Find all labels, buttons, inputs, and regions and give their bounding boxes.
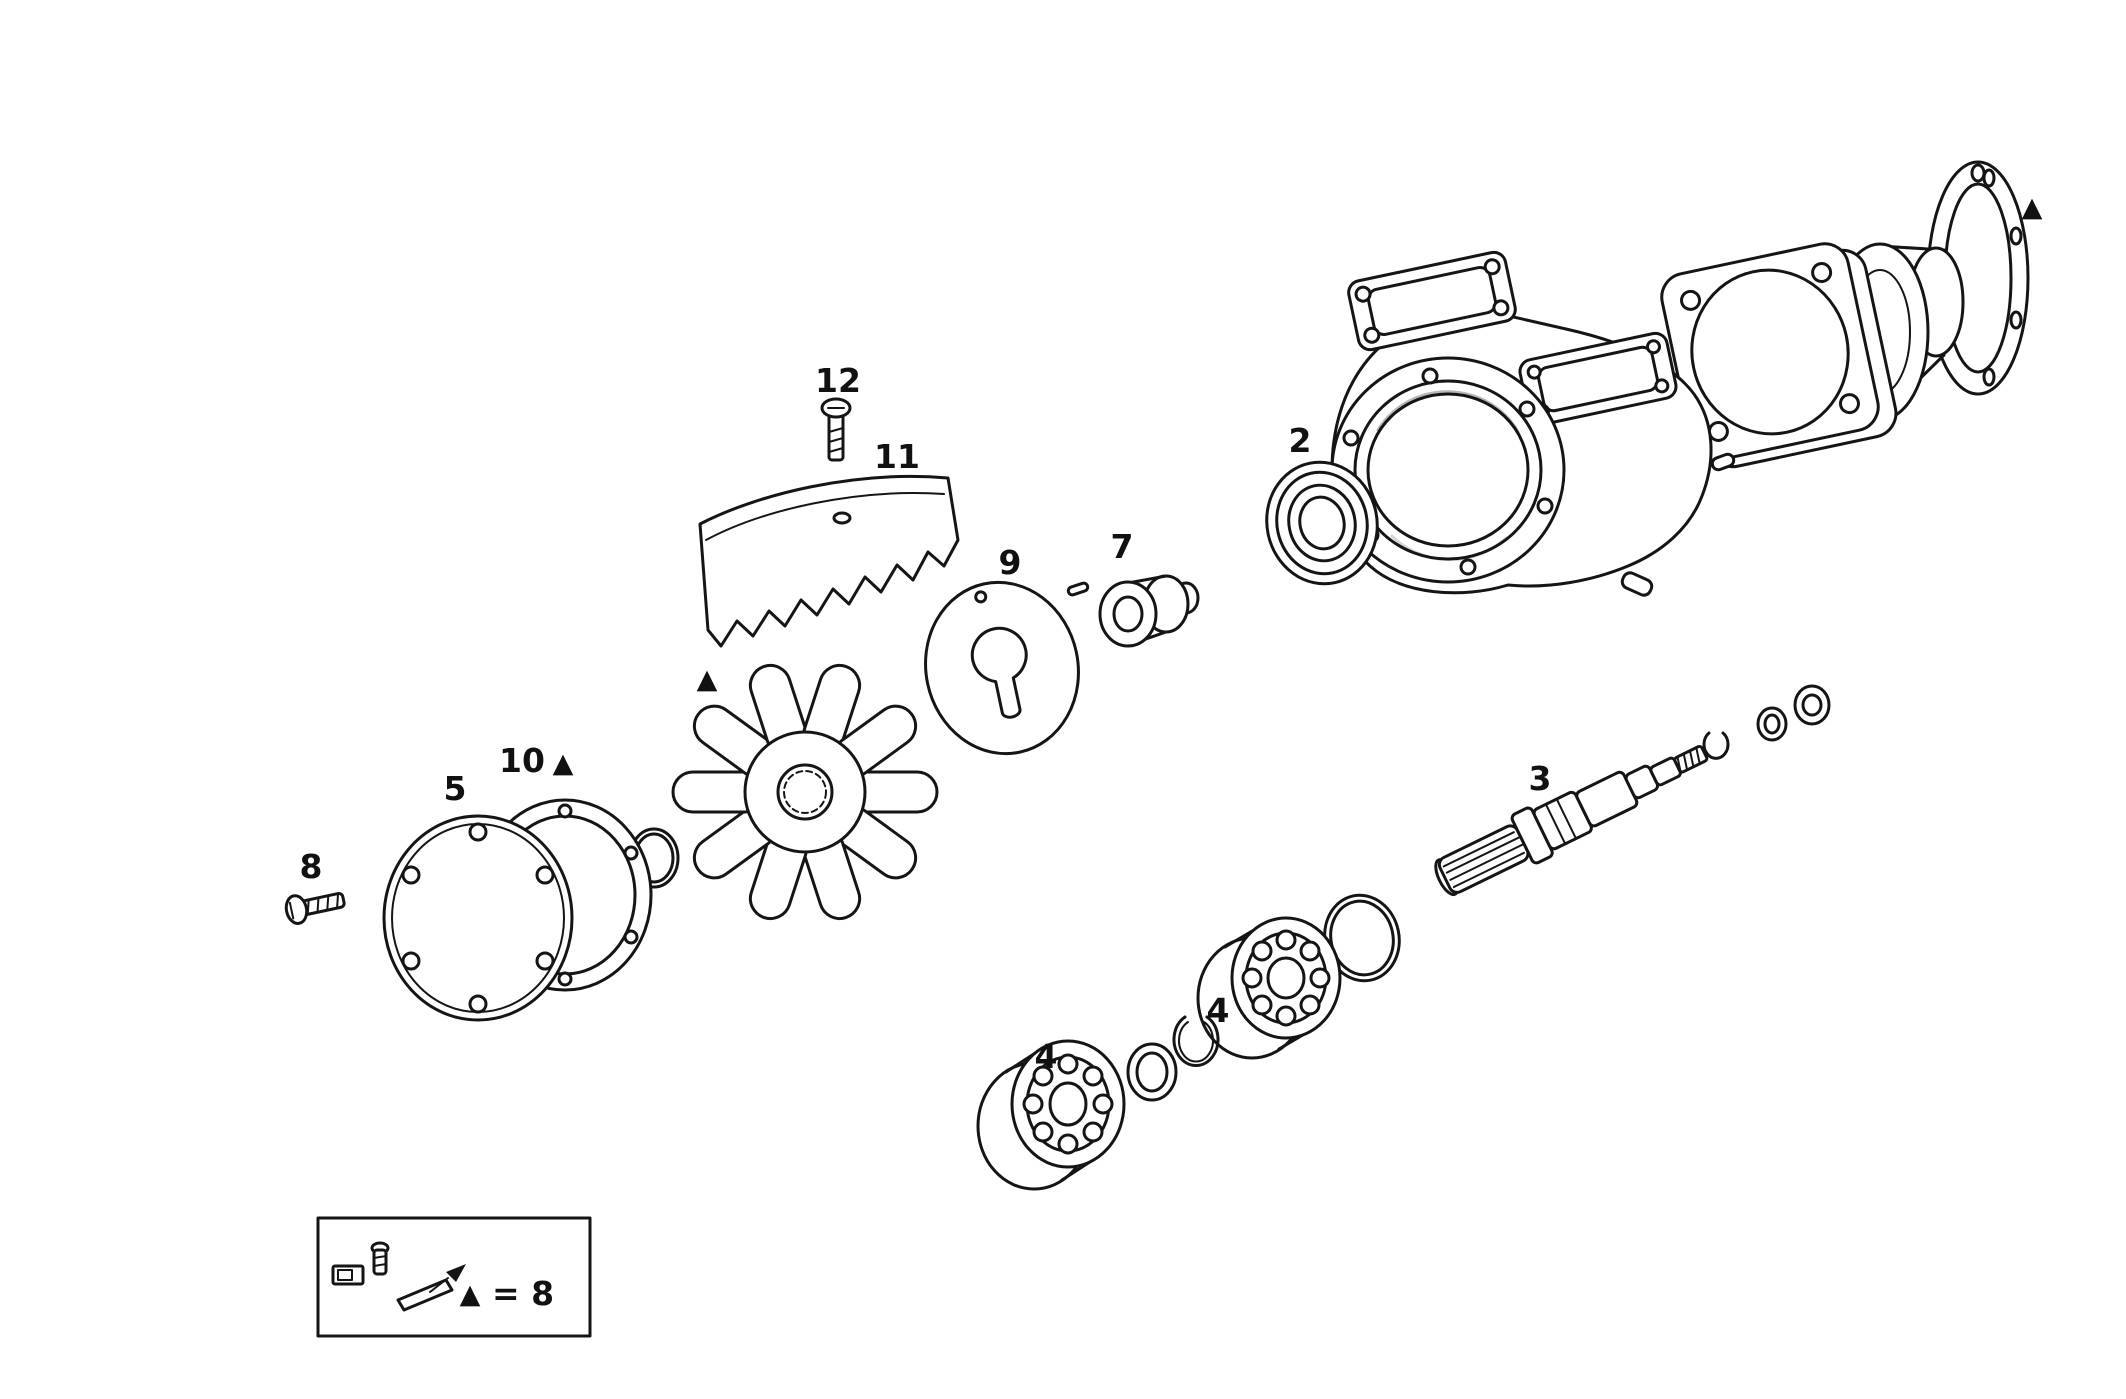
bolt-hole bbox=[1459, 558, 1477, 576]
triangle-marker-impeller: ▲ bbox=[697, 664, 718, 695]
nut-shaft bbox=[1793, 684, 1831, 726]
screw-12 bbox=[820, 397, 852, 462]
bearing-ball bbox=[1299, 994, 1321, 1016]
circlip-shaft bbox=[1702, 731, 1730, 760]
callout-part-12: 12 bbox=[815, 361, 861, 400]
callout-part-10: 10 bbox=[499, 741, 545, 780]
bolt-hole bbox=[1654, 378, 1670, 394]
bolt-hole bbox=[1526, 364, 1542, 380]
bearing-ball bbox=[1241, 967, 1263, 989]
bolt-hole bbox=[1354, 285, 1372, 303]
bolt-hole bbox=[535, 865, 555, 885]
pin bbox=[1066, 581, 1090, 597]
bearing-ball bbox=[1251, 994, 1273, 1016]
bearing-ball bbox=[1309, 967, 1331, 989]
callout-part-11: 11 bbox=[874, 437, 920, 476]
bolt-hole bbox=[468, 822, 488, 842]
bolt-hole bbox=[1982, 168, 1996, 188]
circlip-4 bbox=[1172, 1015, 1220, 1067]
impeller-bore bbox=[776, 763, 834, 821]
bolt-hole bbox=[1483, 258, 1501, 276]
legend-equation: = 8 bbox=[492, 1274, 554, 1313]
bolt-hole bbox=[1970, 163, 1986, 183]
bolt-hole bbox=[623, 845, 639, 861]
bolt-hole bbox=[2009, 310, 2023, 330]
bolt-hole bbox=[1811, 262, 1833, 284]
dowel-pin bbox=[1710, 452, 1736, 472]
bearing-ball bbox=[1057, 1133, 1079, 1155]
cover-plate-5 bbox=[382, 814, 574, 1022]
bearing-ball bbox=[1275, 1005, 1297, 1027]
callout-part-8: 8 bbox=[300, 847, 323, 886]
callout-part-4-upper: 4 bbox=[1207, 991, 1230, 1030]
screw-hole bbox=[974, 590, 988, 604]
pump-housing bbox=[1330, 250, 1736, 597]
impeller-splines bbox=[783, 770, 827, 814]
housing-front-face bbox=[1330, 356, 1566, 584]
keyhole-cutout bbox=[970, 626, 1028, 719]
drain-plug bbox=[1620, 571, 1654, 597]
bolt-hole bbox=[535, 951, 555, 971]
legend-box: ▲ = 8 bbox=[316, 1216, 592, 1338]
legend-screw-part bbox=[370, 1241, 390, 1276]
bolt-hole bbox=[1518, 400, 1536, 418]
callout-part-7: 7 bbox=[1111, 527, 1134, 566]
bolt-hole bbox=[2009, 226, 2023, 246]
bolt-hole bbox=[1982, 367, 1996, 387]
screw-hole bbox=[832, 511, 852, 525]
legend-key-part bbox=[331, 1264, 365, 1286]
arrow-icon bbox=[446, 1264, 466, 1282]
cam-disc-9 bbox=[924, 580, 1080, 756]
screw-8 bbox=[284, 891, 346, 925]
shaft-3 bbox=[1434, 744, 1709, 897]
bolt-hole bbox=[623, 929, 639, 945]
bearing-ball bbox=[1251, 940, 1273, 962]
bolt-hole bbox=[557, 971, 573, 987]
bolt-hole bbox=[1342, 429, 1360, 447]
callout-part-9: 9 bbox=[999, 543, 1022, 582]
callout-part-2: 2 bbox=[1289, 421, 1312, 460]
bolt-hole bbox=[1492, 299, 1510, 317]
triangle-marker-flange: ▲ bbox=[2022, 192, 2043, 223]
bolt-hole bbox=[1838, 393, 1860, 415]
bearing-4-lower bbox=[976, 1039, 1126, 1191]
cam-plate-11 bbox=[698, 474, 960, 648]
bolt-hole bbox=[1680, 289, 1702, 311]
impeller bbox=[671, 663, 939, 921]
legend-triangle-symbol: ▲ bbox=[460, 1279, 481, 1310]
callout-part-3: 3 bbox=[1529, 759, 1552, 798]
bearing-ball bbox=[1057, 1053, 1079, 1075]
bearing-ball bbox=[1082, 1121, 1104, 1143]
bolt-hole bbox=[1363, 326, 1381, 344]
bolt-hole bbox=[468, 994, 488, 1014]
bearing-ball bbox=[1082, 1065, 1104, 1087]
bearing-ball bbox=[1299, 940, 1321, 962]
bearing-ball bbox=[1092, 1093, 1114, 1115]
bolt-hole bbox=[401, 951, 421, 971]
bolt-hole bbox=[1421, 367, 1439, 385]
bearing-ball bbox=[1032, 1121, 1054, 1143]
legend-wedge-part bbox=[396, 1264, 466, 1312]
bearing-ball bbox=[1032, 1065, 1054, 1087]
bearing-ball bbox=[1275, 929, 1297, 951]
bolt-hole bbox=[1536, 497, 1554, 515]
callout-part-5: 5 bbox=[444, 769, 467, 808]
port-flange-side bbox=[1518, 331, 1678, 427]
triangle-marker-part10: ▲ bbox=[553, 748, 574, 779]
bearing-4-upper bbox=[1196, 916, 1342, 1060]
bolt-hole bbox=[1646, 339, 1662, 355]
seal-bearing-2 bbox=[1265, 460, 1379, 586]
bushing-7 bbox=[1098, 574, 1200, 648]
port-flange-top bbox=[1347, 250, 1517, 352]
plate-bore bbox=[1690, 268, 1850, 436]
callout-part-4-lower: 4 bbox=[1035, 1037, 1058, 1076]
bearing-ball bbox=[1022, 1093, 1044, 1115]
washer-4 bbox=[1126, 1042, 1178, 1102]
washer-shaft bbox=[1756, 706, 1788, 742]
bolt-hole bbox=[401, 865, 421, 885]
bolt-hole bbox=[557, 803, 573, 819]
mounting-plate bbox=[1660, 242, 1898, 469]
